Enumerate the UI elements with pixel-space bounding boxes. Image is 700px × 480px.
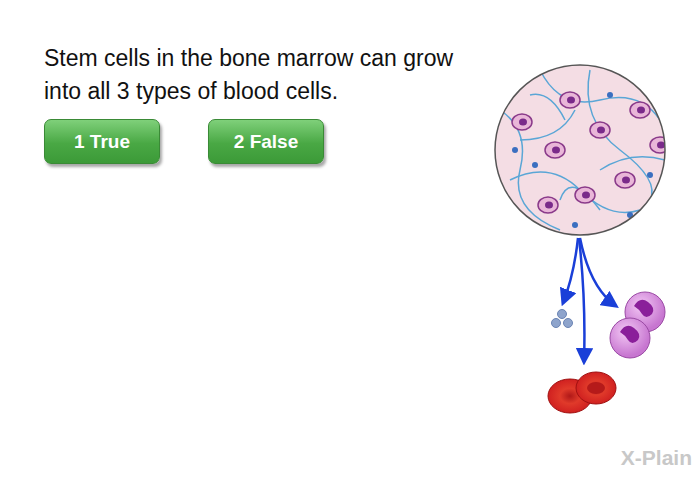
answer-button: 2 False <box>208 119 324 164</box>
marrow-circle <box>495 65 670 235</box>
white-blood-cells <box>610 292 665 358</box>
answer-button: 1 True <box>44 119 160 164</box>
platelets <box>552 310 573 328</box>
button-label: 2 False <box>234 131 298 153</box>
differentiation-arrows <box>563 238 616 362</box>
red-blood-cells <box>548 372 616 413</box>
button-label: 1 True <box>74 131 130 153</box>
question-text: Stem cells in the bone marrow can grow i… <box>44 42 494 108</box>
watermark: X-Plain <box>621 446 692 470</box>
